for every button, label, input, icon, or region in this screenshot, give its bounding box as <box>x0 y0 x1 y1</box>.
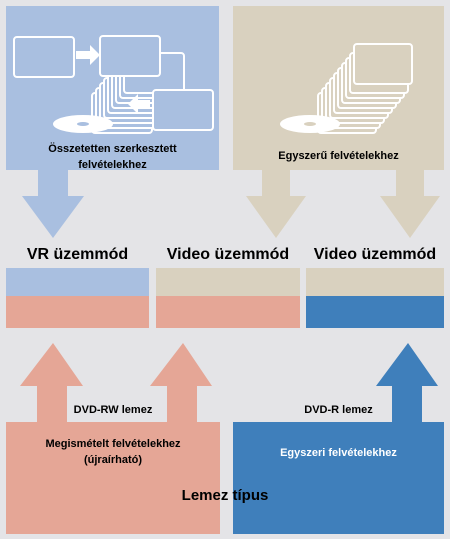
disc-label-dvd-r: DVD-R lemez <box>304 404 373 416</box>
bottom-left-caption-line2: (újraírható) <box>83 454 143 466</box>
video-right-bar-bottom <box>306 296 444 328</box>
bottom-left-panel <box>6 422 220 534</box>
insert-arrow-right-icon <box>76 45 100 65</box>
video-middle-bar-top <box>156 268 300 296</box>
arrow-down-video-middle <box>246 168 306 238</box>
bottom-right-caption: Egyszeri felvételekhez <box>280 447 397 459</box>
arrow-down-vr <box>22 168 84 238</box>
insert-arrow-left-icon <box>128 94 150 114</box>
arrow-up-dvd-rw-left <box>20 343 83 424</box>
insert-screen-icon <box>152 89 214 131</box>
mode-label-video-right: Video üzemmód <box>313 246 437 263</box>
stacked-screens-icon <box>13 36 75 78</box>
top-left-caption-line2: felvételekhez <box>78 159 147 171</box>
vr-mode-bar-bottom <box>6 296 149 328</box>
disc-label-dvd-rw: DVD-RW lemez <box>73 404 153 416</box>
vr-mode-bar-top <box>6 268 149 296</box>
top-left-caption-line1: Összetetten szerkesztett <box>48 143 177 155</box>
video-middle-bar-bottom <box>156 296 300 328</box>
footer-title: Lemez típus <box>181 487 269 504</box>
bottom-left-caption: Megismételt felvételekhez (újraírható) <box>6 436 220 468</box>
mode-label-video-middle: Video üzemmód <box>166 246 290 263</box>
stacked-screens-icon-right <box>317 43 413 134</box>
arrow-up-dvd-r <box>376 343 438 424</box>
bottom-left-caption-line1: Megismételt felvételekhez <box>45 438 181 450</box>
arrow-down-video-right <box>380 168 440 238</box>
top-right-caption: Egyszerű felvételekhez <box>278 150 399 162</box>
video-right-bar-top <box>306 268 444 296</box>
disc-icon-right <box>280 115 340 133</box>
top-left-caption: Összetetten szerkesztett felvételekhez <box>6 141 219 173</box>
bottom-right-panel <box>233 422 444 534</box>
disc-icon <box>53 115 113 133</box>
mode-label-vr: VR üzemmód <box>26 246 129 263</box>
